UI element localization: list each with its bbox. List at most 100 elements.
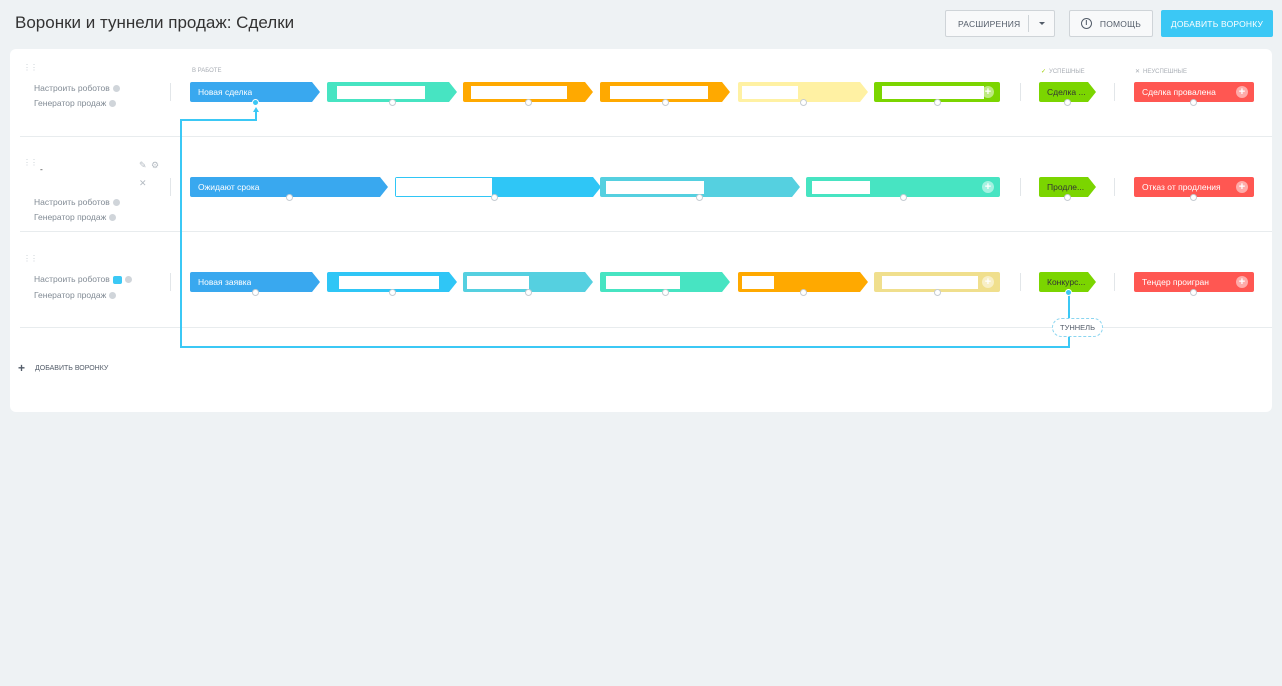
stage-4[interactable] xyxy=(600,272,730,296)
stage-connector-dot[interactable] xyxy=(800,289,807,296)
stage-connector-dot[interactable] xyxy=(934,289,941,296)
stage-6[interactable]: + xyxy=(874,82,1000,106)
robot-icon xyxy=(112,275,122,284)
column-header-fail-label: НЕУСПЕШНЫЕ xyxy=(1143,69,1187,75)
column-header-in-work: В РАБОТЕ xyxy=(192,68,222,74)
stage-body xyxy=(1134,82,1254,102)
help-icon[interactable] xyxy=(109,100,117,108)
stage-connector-dot[interactable] xyxy=(389,99,396,106)
tunnel-line xyxy=(180,346,1070,348)
stage-connector-dot[interactable] xyxy=(525,289,532,296)
robots-link[interactable]: Настроить роботов xyxy=(34,197,120,207)
stage-connector-dot[interactable] xyxy=(900,194,907,201)
stage-success[interactable]: Сделка ... xyxy=(1039,82,1096,106)
help-button[interactable]: i ПОМОЩЬ xyxy=(1069,10,1153,37)
stage-connector-dot[interactable] xyxy=(1064,99,1071,106)
help-icon[interactable] xyxy=(112,85,120,93)
divider xyxy=(170,178,171,196)
robots-link[interactable]: Настроить роботов xyxy=(34,83,120,93)
stage-connector-dot[interactable] xyxy=(1190,194,1197,201)
generator-link[interactable]: Генератор продаж xyxy=(34,98,117,108)
stage-connector-dot[interactable] xyxy=(286,194,293,201)
stage-fail[interactable]: Сделка провалена + xyxy=(1134,82,1254,106)
stage-label: Сделка провалена xyxy=(1142,87,1216,97)
add-stage-icon[interactable]: + xyxy=(1236,276,1248,288)
add-stage-icon[interactable]: + xyxy=(1236,86,1248,98)
stage-awaiting[interactable]: Ожидают срока xyxy=(190,177,388,201)
generator-label: Генератор продаж xyxy=(34,212,107,222)
stage-3[interactable] xyxy=(600,177,800,201)
stage-body xyxy=(1039,82,1088,102)
edit-icon[interactable]: ✎ xyxy=(139,160,147,170)
stage-body xyxy=(1039,272,1088,292)
stage-tip xyxy=(860,82,868,102)
add-funnel-label: ДОБАВИТЬ ВОРОНКУ xyxy=(35,364,109,372)
stage-5[interactable] xyxy=(738,82,868,106)
stage-connector-dot[interactable] xyxy=(252,289,259,296)
generator-link[interactable]: Генератор продаж xyxy=(34,212,117,222)
stage-connector-dot[interactable] xyxy=(491,194,498,201)
robots-link[interactable]: Настроить роботов xyxy=(34,274,132,284)
stage-2[interactable] xyxy=(395,177,601,201)
stage-name-redacted xyxy=(742,86,798,99)
help-icon[interactable] xyxy=(112,199,120,207)
chevron-down-icon[interactable] xyxy=(1039,22,1045,25)
stage-tip xyxy=(722,82,730,102)
tunnel-badge[interactable]: ТУННЕЛЬ xyxy=(1052,318,1103,337)
stage-connector-dot[interactable] xyxy=(1064,194,1071,201)
add-funnel-link[interactable]: + ДОБАВИТЬ ВОРОНКУ xyxy=(18,361,108,375)
stage-tip xyxy=(593,177,601,197)
stage-5[interactable] xyxy=(738,272,868,296)
help-icon[interactable] xyxy=(124,276,132,284)
stage-connector-dot[interactable] xyxy=(800,99,807,106)
stage-connector-dot[interactable] xyxy=(1190,99,1197,106)
stage-tip xyxy=(585,82,593,102)
stage-connector-dot[interactable] xyxy=(662,99,669,106)
stage-3[interactable] xyxy=(463,272,593,296)
help-icon[interactable] xyxy=(109,292,117,300)
stage-new-request[interactable]: Новая заявка xyxy=(190,272,320,296)
generator-link[interactable]: Генератор продаж xyxy=(34,290,117,300)
stage-connector-dot[interactable] xyxy=(696,194,703,201)
gear-icon[interactable]: ⚙ xyxy=(151,160,160,170)
add-stage-icon[interactable]: + xyxy=(982,276,994,288)
stage-3[interactable] xyxy=(463,82,593,106)
divider xyxy=(1114,273,1115,291)
drag-handle-icon[interactable]: ⋮⋮ xyxy=(23,254,38,263)
stage-tip xyxy=(792,177,800,197)
stage-connector-dot[interactable] xyxy=(1190,289,1197,296)
stage-name-redacted xyxy=(742,276,774,289)
stage-4[interactable] xyxy=(600,82,730,106)
extensions-button[interactable]: РАСШИРЕНИЯ xyxy=(945,10,1055,37)
add-stage-icon[interactable]: + xyxy=(982,181,994,193)
funnels-card: В РАБОТЕ ✓УСПЕШНЫЕ ✕НЕУСПЕШНЫЕ ⋮⋮ Настро… xyxy=(10,49,1272,412)
help-icon[interactable] xyxy=(109,214,117,222)
drag-handle-icon[interactable]: ⋮⋮ xyxy=(23,63,38,72)
add-stage-icon[interactable]: + xyxy=(982,86,994,98)
stage-new-deal[interactable]: Новая сделка xyxy=(190,82,320,106)
close-icon[interactable]: ✕ xyxy=(139,178,147,188)
stage-fail[interactable]: Отказ от продления + xyxy=(1134,177,1254,201)
stage-6[interactable]: + xyxy=(874,272,1000,296)
stage-connector-dot[interactable] xyxy=(525,99,532,106)
tunnel-connector-dot[interactable] xyxy=(1065,289,1072,296)
stage-2[interactable] xyxy=(327,272,457,296)
stage-body xyxy=(190,177,380,197)
add-stage-icon[interactable]: + xyxy=(1236,181,1248,193)
drag-handle-icon[interactable]: ⋮⋮ xyxy=(23,158,38,167)
stage-label: Отказ от продления xyxy=(1142,182,1221,192)
stage-connector-dot[interactable] xyxy=(389,289,396,296)
generator-label: Генератор продаж xyxy=(34,98,107,108)
stage-label: Продле... xyxy=(1047,182,1085,192)
stage-tip xyxy=(380,177,388,197)
add-funnel-button[interactable]: ДОБАВИТЬ ВОРОНКУ xyxy=(1161,10,1273,37)
stage-connector-dot[interactable] xyxy=(662,289,669,296)
tunnel-connector-dot[interactable] xyxy=(252,99,259,106)
stage-body xyxy=(190,272,312,292)
stage-connector-dot[interactable] xyxy=(934,99,941,106)
stage-2[interactable] xyxy=(327,82,457,106)
stage-fail[interactable]: Тендер проигран + xyxy=(1134,272,1254,296)
stage-success[interactable]: Конкурс... xyxy=(1039,272,1096,292)
stage-4[interactable]: + xyxy=(806,177,1000,201)
stage-success[interactable]: Продле... xyxy=(1039,177,1096,201)
